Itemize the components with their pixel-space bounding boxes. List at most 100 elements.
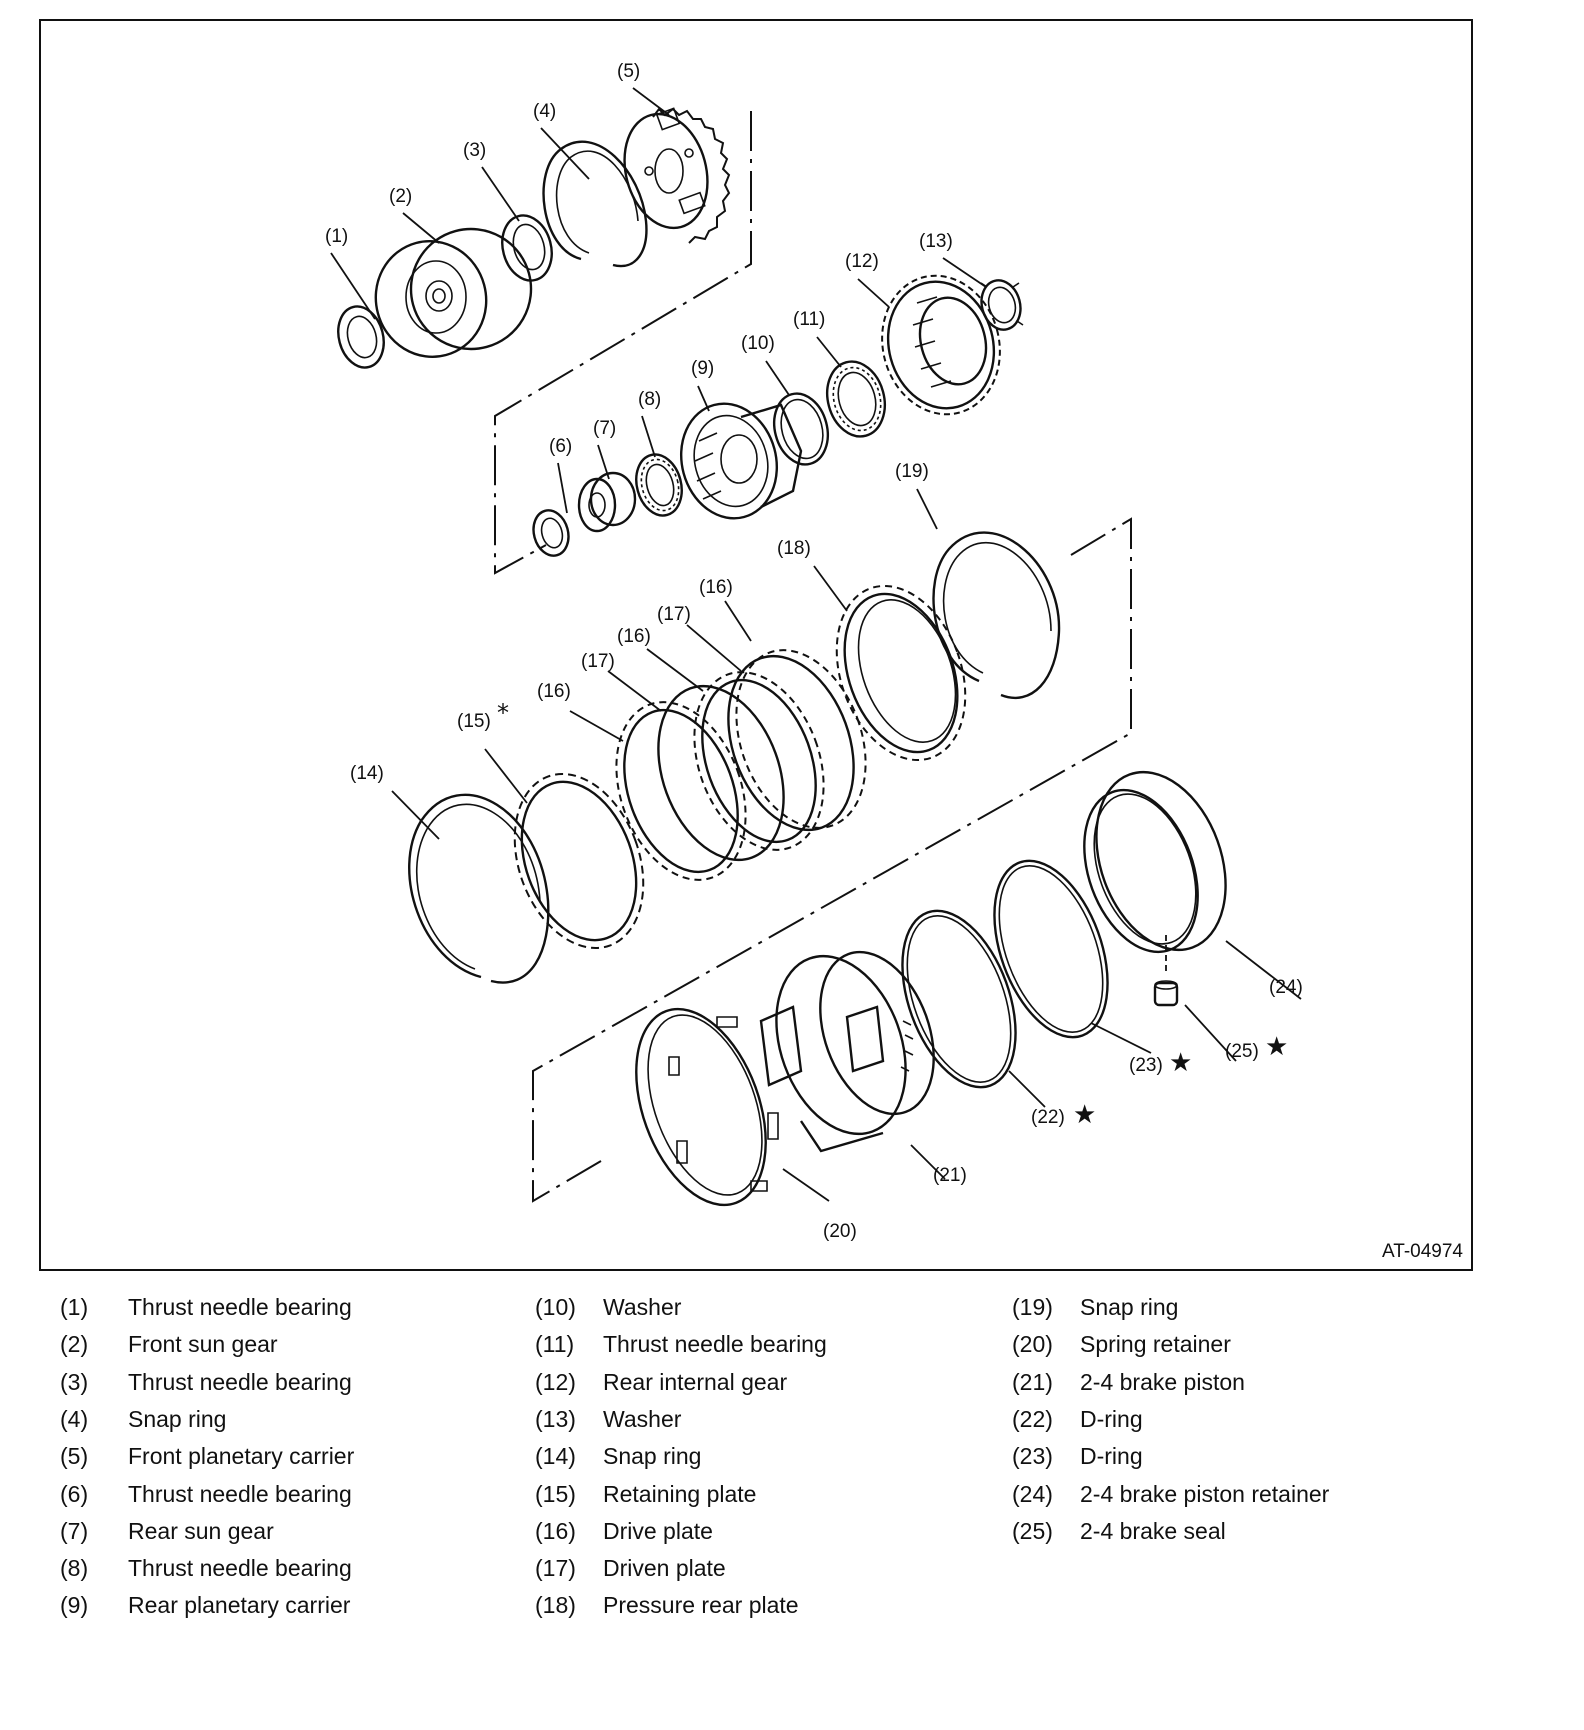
legend-item-number: (19) bbox=[1012, 1294, 1053, 1320]
legend-item-number: (8) bbox=[60, 1555, 89, 1582]
part-11-thrust-needle-bearing bbox=[826, 360, 886, 438]
legend-item-label: D-ring bbox=[1080, 1405, 1143, 1432]
legend-item-number: (9) bbox=[60, 1592, 89, 1619]
part-8-thrust-needle-bearing bbox=[635, 453, 683, 517]
group-outline-middle bbox=[532, 517, 1132, 1203]
callout-6: (6) bbox=[549, 436, 572, 457]
parts-legend: (1) Thrust needle bearing (2) Front sun gea… bbox=[60, 1292, 1520, 1632]
part-19-snap-ring bbox=[932, 531, 1061, 700]
legend-item-number: (13) bbox=[535, 1405, 576, 1432]
legend-item-number: (7) bbox=[60, 1517, 89, 1544]
star-mark-22: ★ bbox=[1073, 1100, 1096, 1130]
callout-13: (13) bbox=[919, 231, 953, 252]
callout-14: (14) bbox=[350, 763, 384, 784]
legend-item-number: (6) bbox=[60, 1480, 89, 1507]
callout-7: (7) bbox=[593, 418, 616, 439]
callout-12: (12) bbox=[845, 251, 879, 272]
legend-item-number: (2) bbox=[60, 1331, 89, 1358]
callout-1: (1) bbox=[325, 226, 348, 247]
part-22-d-ring bbox=[901, 909, 1017, 1089]
part-16-17-plate-stack bbox=[615, 649, 867, 881]
callout-10: (10) bbox=[741, 333, 775, 354]
part-18-pressure-rear-plate bbox=[835, 584, 967, 762]
legend-item-label: Driven plate bbox=[603, 1555, 726, 1582]
legend-item-number: (25) bbox=[1012, 1517, 1053, 1544]
callout-16-c: (16) bbox=[699, 577, 733, 598]
legend-item-label: D-ring bbox=[1080, 1443, 1143, 1470]
callout-19: (19) bbox=[895, 461, 929, 482]
callout-5: (5) bbox=[617, 61, 640, 82]
part-1-thrust-needle-bearing bbox=[337, 305, 385, 369]
callout-20: (20) bbox=[823, 1221, 857, 1242]
part-10-washer bbox=[773, 392, 829, 466]
part-4-snap-ring bbox=[542, 140, 648, 268]
callout-labels: (1) (2) (3) (4) (5) (6) (7) (8) (9) (10)… bbox=[325, 61, 1303, 1242]
part-9-rear-planetary-carrier bbox=[679, 402, 803, 520]
callout-2: (2) bbox=[389, 186, 412, 207]
figure-id: AT-04974 bbox=[1382, 1241, 1463, 1262]
part-5-front-planetary-carrier bbox=[623, 107, 731, 244]
part-20-spring-retainer bbox=[635, 1007, 779, 1207]
exploded-diagram: (1) (2) (3) (4) (5) (6) (7) (8) (9) (10)… bbox=[39, 19, 1473, 1271]
legend-item-label: Front sun gear bbox=[128, 1331, 278, 1358]
legend-item-label: Washer bbox=[603, 1294, 682, 1320]
legend-item-label: Thrust needle bearing bbox=[128, 1480, 352, 1507]
part-21-2-4-brake-piston bbox=[759, 950, 935, 1153]
legend-item-number: (23) bbox=[1012, 1443, 1053, 1470]
legend-item-label: Spring retainer bbox=[1080, 1331, 1231, 1358]
asterisk-mark: * bbox=[497, 699, 509, 727]
legend-item-number: (12) bbox=[535, 1368, 576, 1395]
star-mark-23: ★ bbox=[1169, 1048, 1192, 1078]
legend-item-label: 2-4 brake seal bbox=[1080, 1517, 1226, 1544]
legend-item-number: (4) bbox=[60, 1405, 89, 1432]
callout-8: (8) bbox=[638, 389, 661, 410]
callout-4: (4) bbox=[533, 101, 556, 122]
part-25-2-4-brake-seal bbox=[1153, 980, 1179, 1007]
callout-18: (18) bbox=[777, 538, 811, 559]
part-23-d-ring bbox=[993, 859, 1109, 1039]
part-7-rear-sun-gear bbox=[577, 471, 637, 533]
legend-item-number: (11) bbox=[535, 1331, 575, 1358]
diagram-drawing: (1) (2) (3) (4) (5) (6) (7) (8) (9) (10)… bbox=[325, 61, 1303, 1242]
legend-item-label: Thrust needle bearing bbox=[128, 1368, 352, 1395]
legend-item-number: (3) bbox=[60, 1368, 89, 1395]
legend-item-number: (15) bbox=[535, 1480, 576, 1507]
part-24-2-4-brake-piston-retainer bbox=[1083, 770, 1227, 971]
callout-24: (24) bbox=[1269, 977, 1303, 998]
star-mark-25: ★ bbox=[1265, 1032, 1288, 1062]
callout-9: (9) bbox=[691, 358, 714, 379]
legend-item-label: 2-4 brake piston bbox=[1080, 1368, 1245, 1395]
legend-item-label: 2-4 brake piston retainer bbox=[1080, 1480, 1330, 1507]
part-6-thrust-needle-bearing bbox=[532, 509, 570, 557]
legend-item-number: (20) bbox=[1012, 1331, 1053, 1358]
legend-item-number: (24) bbox=[1012, 1480, 1053, 1507]
legend-item-number: (1) bbox=[60, 1294, 89, 1320]
legend-item-number: (16) bbox=[535, 1517, 576, 1544]
legend-item-label: Rear sun gear bbox=[128, 1517, 274, 1544]
legend-item-label: Retaining plate bbox=[603, 1480, 757, 1507]
part-2-front-sun-gear bbox=[374, 227, 533, 359]
part-14-snap-ring bbox=[408, 793, 550, 984]
callout-25: (25) bbox=[1225, 1041, 1259, 1062]
legend-item-number: (10) bbox=[535, 1294, 576, 1320]
callout-21: (21) bbox=[933, 1165, 967, 1186]
legend-item-number: (22) bbox=[1012, 1405, 1053, 1432]
legend-item-label: Thrust needle bearing bbox=[128, 1555, 352, 1582]
leader-lines bbox=[330, 87, 1302, 1202]
legend-item-label: Rear internal gear bbox=[603, 1368, 788, 1395]
legend-item-number: (5) bbox=[60, 1443, 89, 1470]
callout-16-b: (16) bbox=[617, 626, 651, 647]
legend-item-label: Thrust needle bearing bbox=[603, 1331, 827, 1358]
group-outline-upper bbox=[494, 111, 752, 575]
callout-16-a: (16) bbox=[537, 681, 571, 702]
part-12-rear-internal-gear bbox=[881, 274, 1001, 416]
legend-item-label: Drive plate bbox=[603, 1517, 713, 1544]
legend-item-label: Washer bbox=[603, 1405, 682, 1432]
legend-item-label: Rear planetary carrier bbox=[128, 1592, 351, 1619]
callout-17-a: (17) bbox=[581, 651, 615, 672]
callout-17-b: (17) bbox=[657, 604, 691, 625]
callout-11: (11) bbox=[793, 309, 825, 330]
legend-item-number: (14) bbox=[535, 1443, 576, 1470]
part-3-thrust-needle-bearing bbox=[501, 214, 553, 282]
callout-3: (3) bbox=[463, 140, 486, 161]
